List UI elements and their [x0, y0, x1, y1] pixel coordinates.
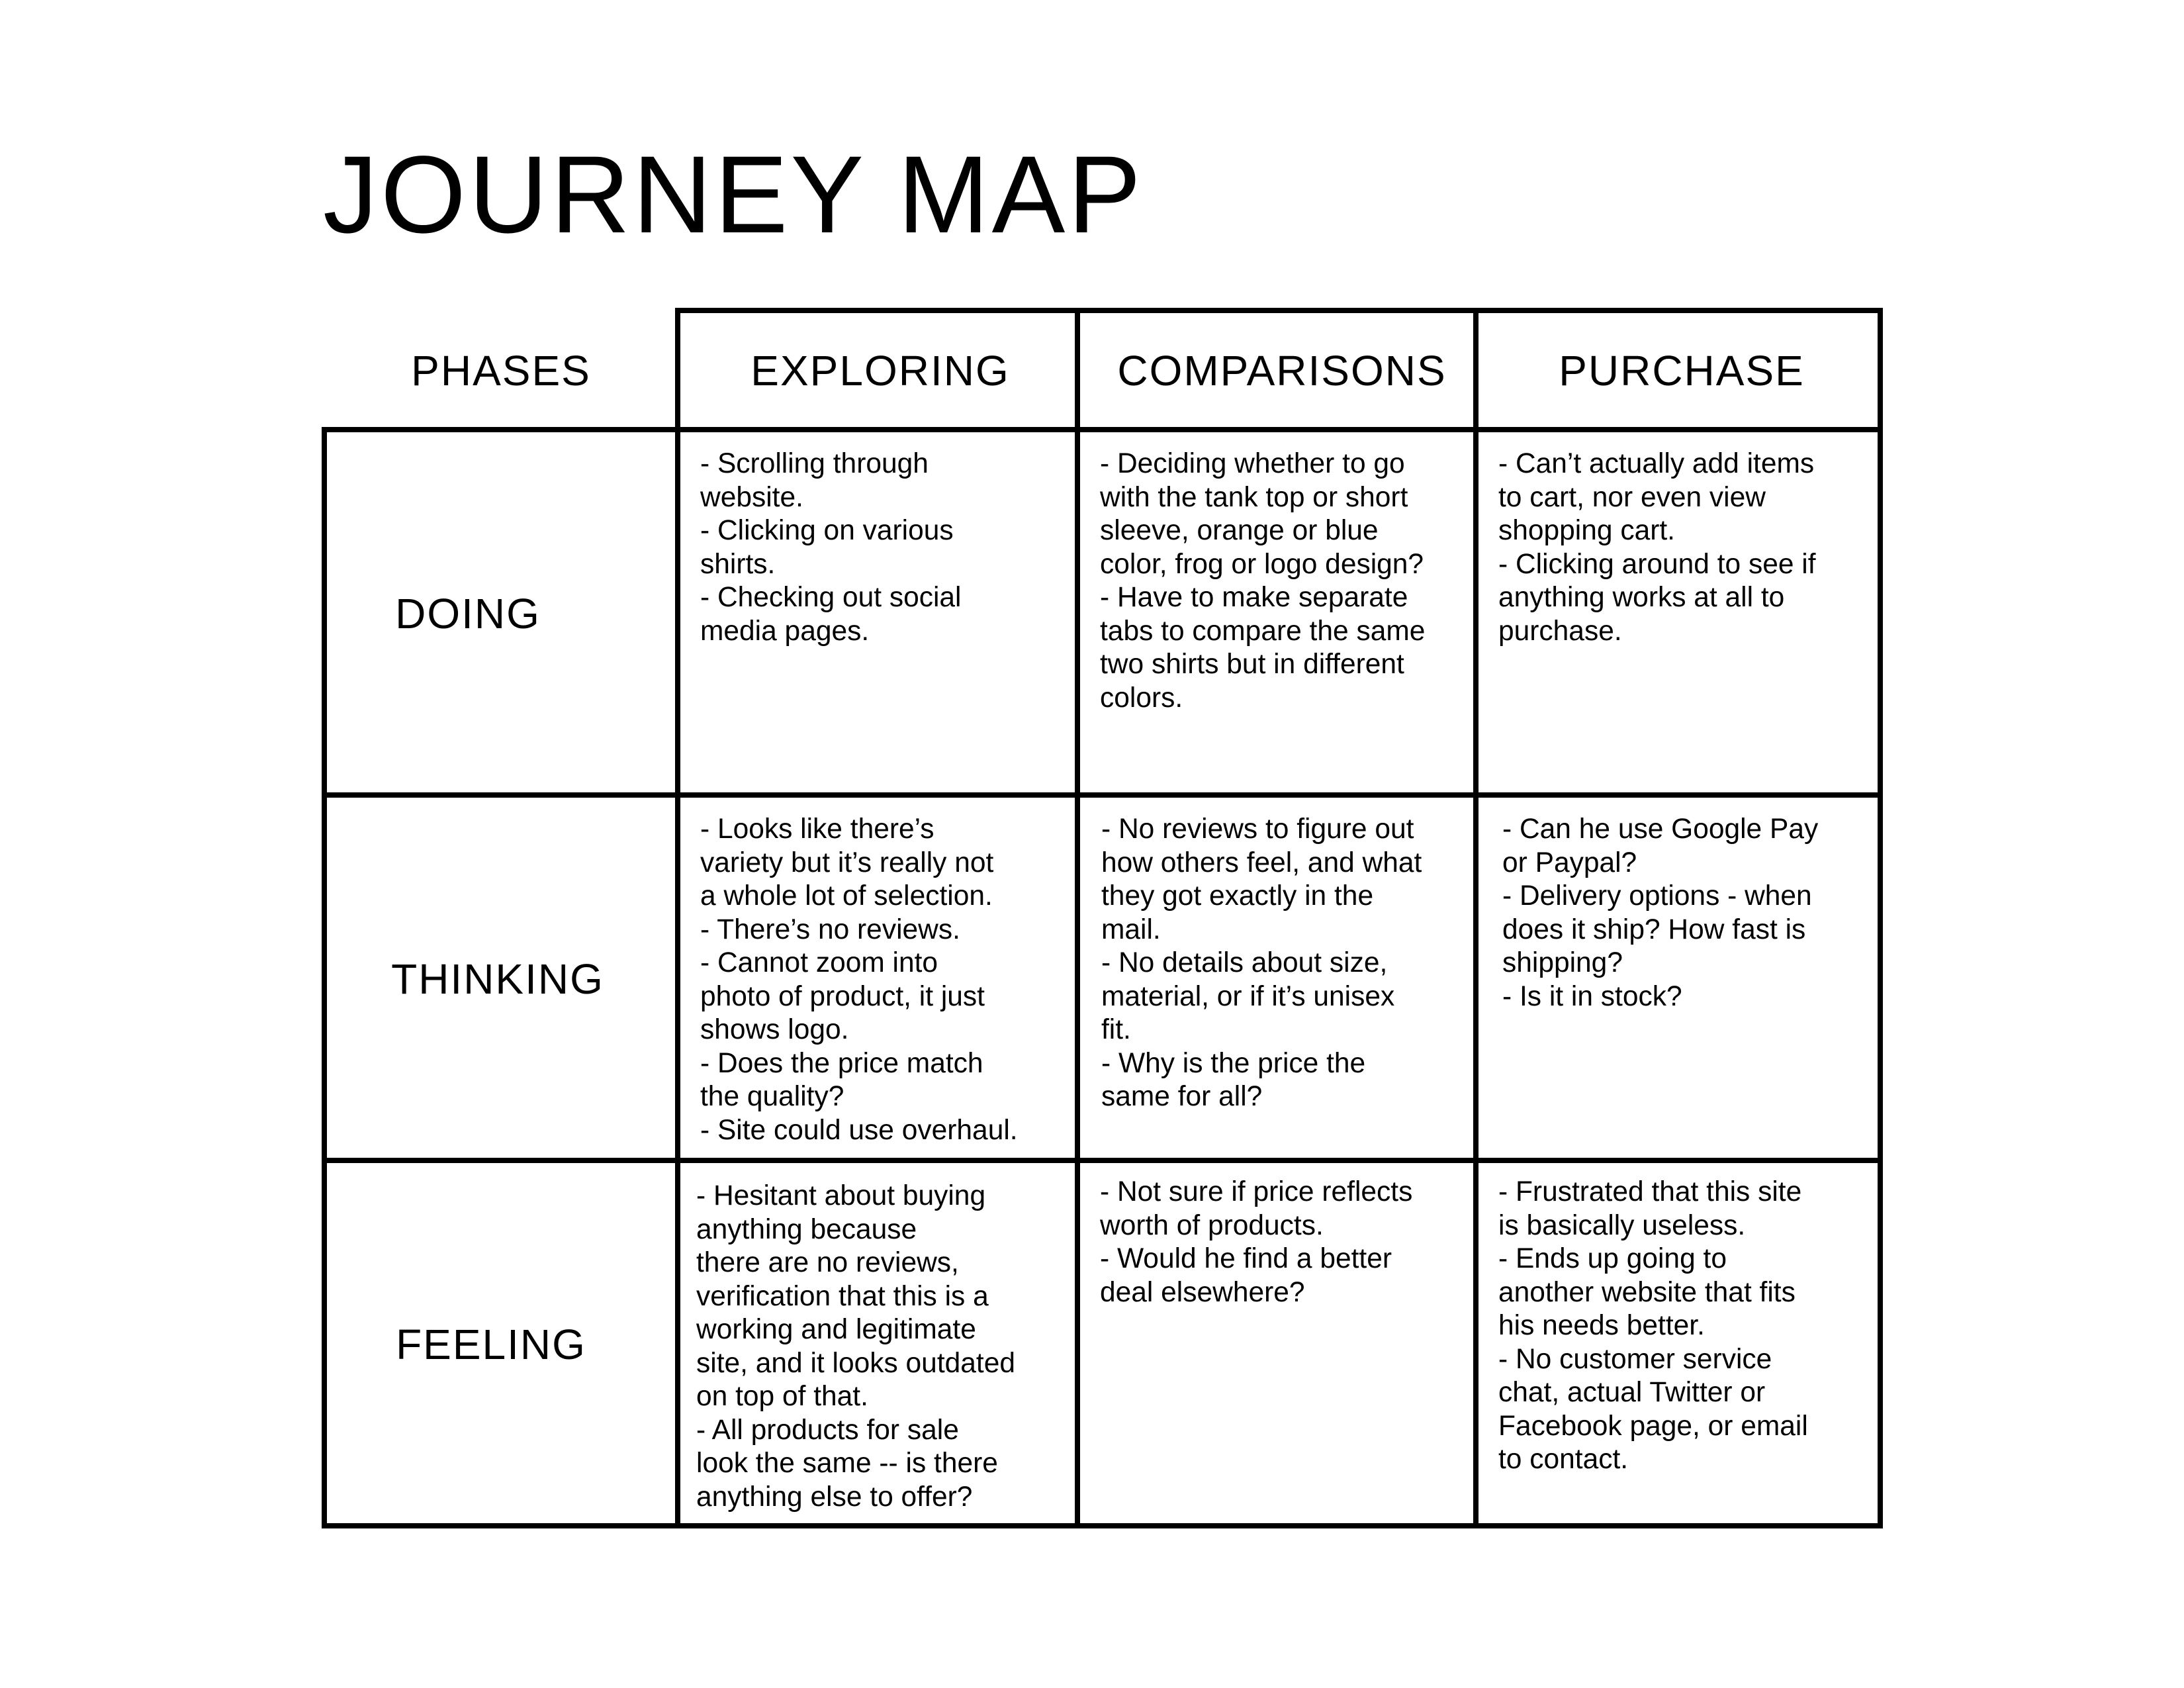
phases-header: PHASES — [411, 347, 591, 395]
grid-line-row1-bottom — [322, 792, 1883, 798]
grid-line-col1 — [675, 308, 680, 1528]
row-label-thinking: THINKING — [391, 955, 604, 1003]
cell-doing-comparisons: - Deciding whether to go with the tank t… — [1100, 448, 1426, 714]
row-label-doing: DOING — [395, 590, 541, 637]
cell-feeling-exploring: - Hesitant about buying anything because… — [696, 1180, 1015, 1513]
grid-line-col3 — [1473, 308, 1479, 1528]
cell-doing-purchase: - Can’t actually add items to cart, nor … — [1498, 448, 1816, 647]
grid-line-row2-bottom — [322, 1158, 1883, 1163]
grid-line-col2 — [1075, 308, 1080, 1528]
column-header-comparisons: COMPARISONS — [1117, 347, 1447, 395]
grid-line-right — [1878, 308, 1883, 1528]
grid-line-bottom — [322, 1523, 1883, 1528]
cell-feeling-comparisons: - Not sure if price reflects worth of pr… — [1100, 1176, 1413, 1308]
page-title: JOURNEY MAP — [323, 134, 1144, 256]
cell-feeling-purchase: - Frustrated that this site is basically… — [1498, 1176, 1808, 1475]
grid-line-top — [676, 308, 1883, 313]
column-header-exploring: EXPLORING — [751, 347, 1010, 395]
cell-thinking-comparisons: - No reviews to figure out how others fe… — [1101, 814, 1422, 1112]
grid-line-header-bottom — [322, 427, 1883, 432]
column-header-purchase: PURCHASE — [1559, 347, 1805, 395]
row-label-feeling: FEELING — [396, 1321, 586, 1368]
cell-thinking-purchase: - Can he use Google Pay or Paypal? - Del… — [1502, 814, 1819, 1012]
grid-line-left — [322, 427, 327, 1528]
cell-doing-exploring: - Scrolling through website. - Clicking … — [700, 448, 962, 647]
cell-thinking-exploring: - Looks like there’s variety but it’s re… — [700, 814, 1018, 1146]
